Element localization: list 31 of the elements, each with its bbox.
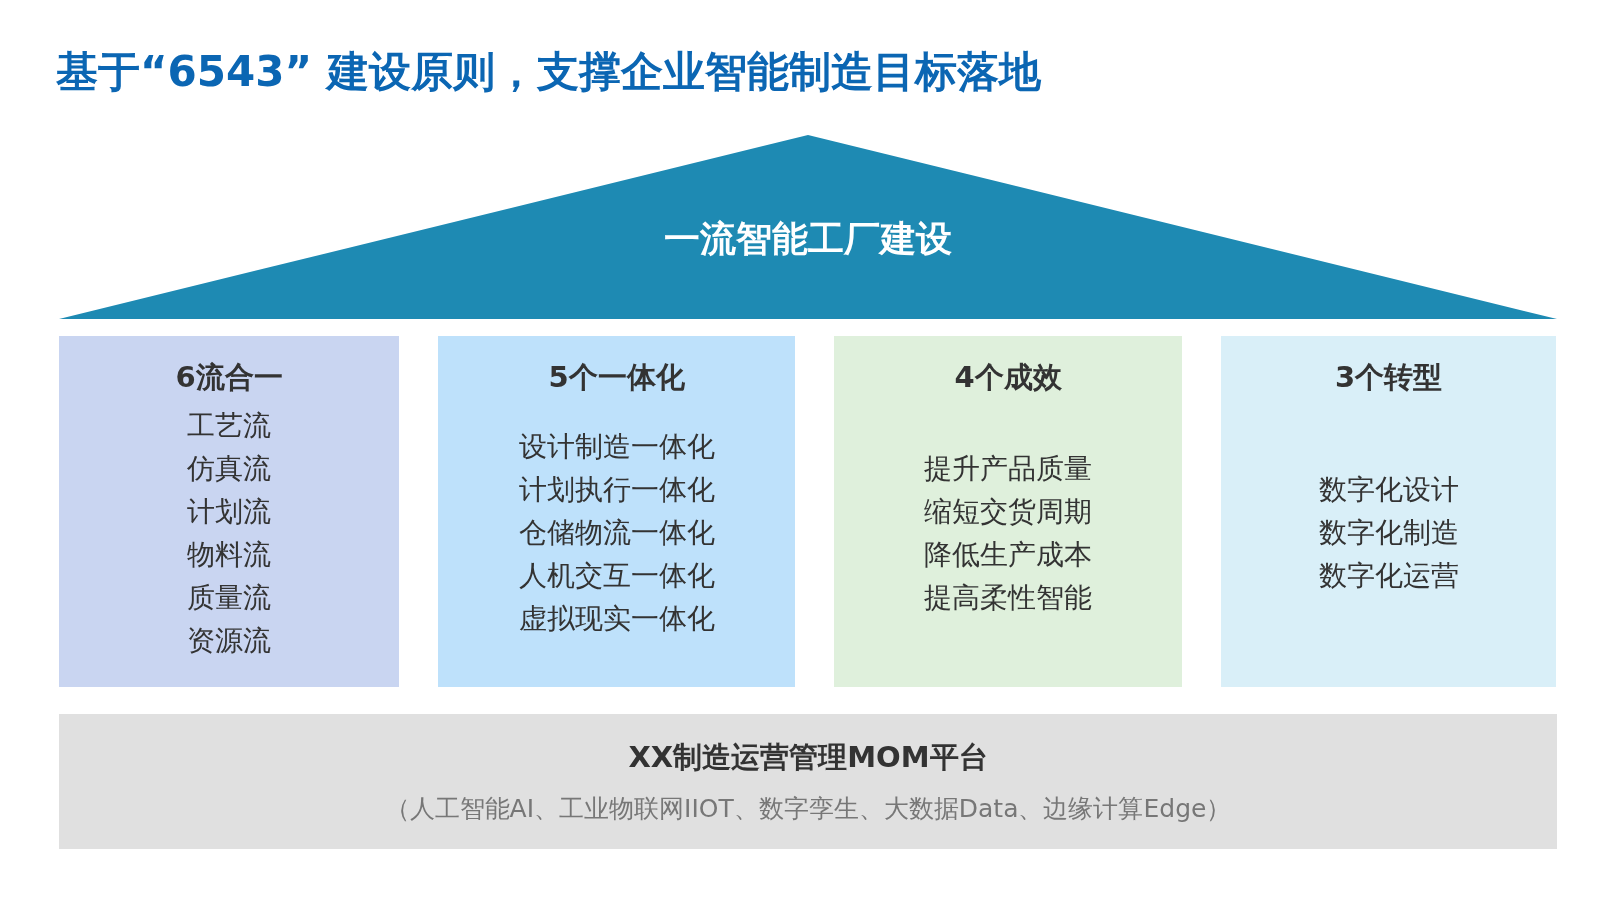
panel-heading: 3个转型 (1334, 359, 1443, 396)
panel-heading: 5个一体化 (548, 359, 685, 396)
panel-heading: 6流合一 (175, 359, 283, 396)
list-item: 仓储物流一体化 (518, 515, 715, 551)
list-item: 人机交互一体化 (518, 558, 715, 594)
pillar-panel (834, 336, 1182, 687)
list-item: 数字化制造 (1318, 515, 1459, 551)
list-item: 数字化运营 (1318, 558, 1459, 594)
platform-subtitle: （人工智能AI、工业物联网IIOT、数字孪生、大数据Data、边缘计算Edge） (384, 793, 1232, 825)
pillar-panel (438, 336, 795, 687)
platform-panel (59, 714, 1557, 849)
list-item: 缩短交货周期 (924, 493, 1092, 530)
list-item: 降低生产成本 (924, 536, 1092, 573)
list-item: 仿真流 (187, 450, 271, 487)
list-item: 设计制造一体化 (518, 429, 715, 465)
list-item: 数字化设计 (1318, 472, 1459, 508)
platform-heading: XX制造运营管理MOM平台 (628, 739, 988, 776)
list-item: 工艺流 (187, 407, 271, 444)
list-item: 计划执行一体化 (518, 472, 715, 508)
pillar-panel (59, 336, 399, 687)
list-item: 物料流 (187, 536, 271, 573)
list-item: 提高柔性智能 (924, 579, 1092, 616)
list-item: 资源流 (187, 622, 271, 659)
list-item: 计划流 (187, 493, 271, 530)
page-title: 基于“6543” 建设原则，支撑企业智能制造目标落地 (56, 46, 1041, 98)
roof-heading: 一流智能工厂建设 (663, 217, 953, 261)
list-item: 虚拟现实一体化 (518, 601, 715, 637)
panel-heading: 4个成效 (954, 359, 1062, 396)
list-item: 质量流 (187, 579, 271, 616)
list-item: 提升产品质量 (924, 450, 1092, 487)
pillar-panel (1221, 336, 1556, 687)
